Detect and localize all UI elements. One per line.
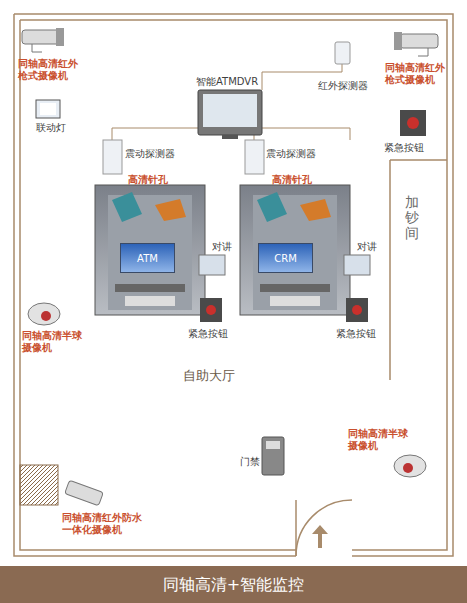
part-label: 对讲 (212, 241, 232, 253)
atm-screen: ATM (120, 243, 175, 273)
part-label: 门禁 (240, 456, 260, 468)
device-label: 同轴高清半球摄像机 (348, 428, 416, 452)
device-label: 同轴高清红外枪式摄像机 (385, 62, 453, 86)
part-label: 红外探测器 (318, 80, 368, 92)
part-label: 加钞间 (405, 195, 419, 241)
device-label: 高清针孔 (128, 174, 168, 186)
part-label: 紧急按钮 (384, 142, 424, 154)
device-label: 同轴高清红外防水一体化摄像机 (62, 512, 142, 536)
part-label: 联动灯 (36, 122, 66, 134)
part-label: 震动探测器 (266, 148, 316, 160)
screen-text: ATM (137, 253, 158, 264)
device-label: 同轴高清红外枪式摄像机 (18, 58, 86, 82)
part-label: 对讲 (357, 241, 377, 253)
part-label: 震动探测器 (125, 148, 175, 160)
part-label: 自助大厅 (183, 368, 235, 384)
part-label: 智能ATMDVR (196, 76, 258, 88)
device-label: 同轴高清半球摄像机 (22, 330, 90, 354)
part-label: 紧急按钮 (188, 328, 228, 340)
atm-screen: CRM (258, 243, 313, 273)
part-label: 紧急按钮 (336, 328, 376, 340)
bullet-camera (22, 28, 64, 52)
device-label: 高清针孔 (272, 174, 312, 186)
caption: 同轴高清+智能监控 (0, 566, 467, 603)
screen-text: CRM (274, 253, 297, 264)
